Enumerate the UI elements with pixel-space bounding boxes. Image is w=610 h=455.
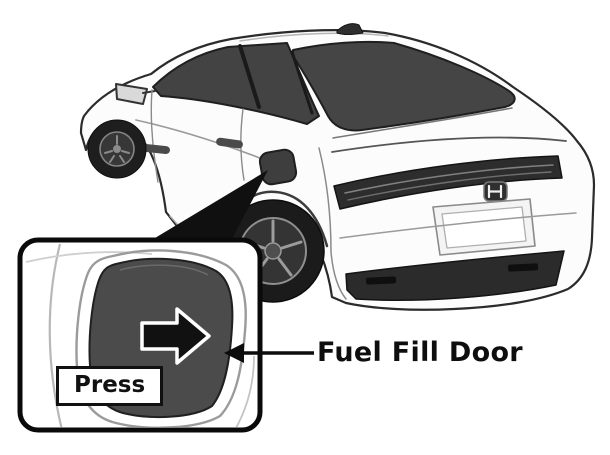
fuel-door — [258, 148, 298, 186]
front-door-handle — [143, 144, 170, 155]
fuel-door-rim — [75, 249, 247, 427]
roof-seam — [239, 32, 389, 42]
taillight-bar — [333, 155, 563, 210]
bumper-lower — [345, 250, 565, 301]
quarter-edge — [318, 147, 347, 300]
press-arrow-icon — [140, 307, 211, 365]
pointer-line — [224, 343, 314, 363]
deck-edge — [332, 107, 513, 139]
rear-glass — [292, 40, 516, 132]
bumper-crease — [339, 212, 577, 239]
trunk-shutline — [331, 136, 567, 153]
b-pillar — [238, 44, 261, 109]
front-door-seam — [150, 89, 159, 183]
antenna-fin — [336, 23, 364, 35]
press-label: Press — [56, 366, 164, 407]
honda-logo — [483, 181, 508, 202]
callout-pointer — [150, 170, 268, 241]
license-plate — [432, 198, 536, 256]
fuel-fill-door-label: Fuel Fill Door — [317, 337, 523, 368]
side-mirror — [115, 83, 156, 105]
front-wheel — [87, 119, 147, 179]
c-pillar — [290, 50, 314, 115]
rear-door-handle — [216, 137, 243, 149]
side-glass — [152, 42, 320, 125]
label-arrow-icon — [224, 343, 244, 363]
